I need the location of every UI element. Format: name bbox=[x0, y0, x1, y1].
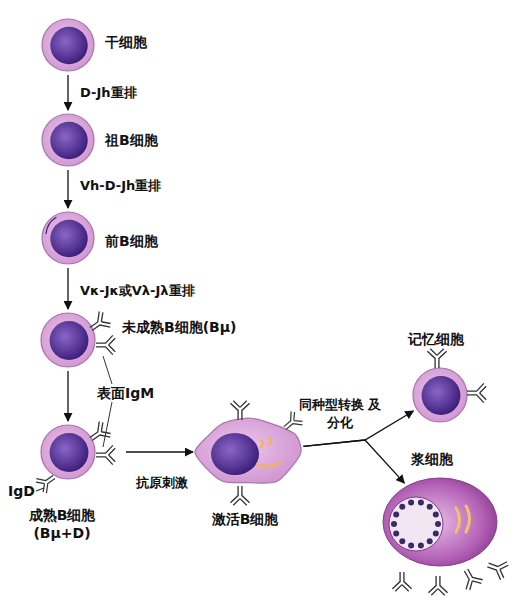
antibody-symbol bbox=[230, 486, 249, 505]
connector-arrow bbox=[67, 170, 68, 208]
cell-shape bbox=[195, 416, 303, 488]
cell-node: 干细胞 bbox=[41, 18, 95, 72]
cell-membrane bbox=[413, 368, 467, 422]
chromatin-dot bbox=[427, 504, 433, 510]
chromatin-dot bbox=[399, 538, 405, 544]
callout-label: 表面IgM bbox=[97, 384, 154, 402]
antibody-symbol bbox=[230, 401, 249, 420]
cell-label: 前B细胞 bbox=[105, 232, 225, 250]
cell-node: 祖B细胞 bbox=[41, 113, 95, 167]
antibody-symbol bbox=[96, 335, 115, 354]
cell-nucleus bbox=[50, 433, 89, 472]
leader-line bbox=[103, 356, 112, 384]
antibody-symbol bbox=[428, 576, 447, 595]
cell-nucleus bbox=[50, 321, 89, 360]
cell-node: 浆细胞 bbox=[382, 477, 498, 567]
edge-label: Vh-D-Jh重排 bbox=[80, 177, 240, 195]
cell-nucleus bbox=[211, 433, 259, 475]
edge-label: 抗原刺激 bbox=[122, 474, 202, 492]
chromatin-dot bbox=[418, 542, 424, 548]
cell-label: 浆细胞 bbox=[387, 450, 477, 468]
cell-shape bbox=[40, 312, 96, 368]
cell-shape bbox=[382, 477, 498, 567]
connector-arrow bbox=[303, 411, 413, 446]
organelle bbox=[269, 438, 271, 445]
cell-nucleus bbox=[50, 122, 87, 159]
connector-arrow bbox=[67, 75, 68, 110]
edge-label: 同种型转换 及分化 bbox=[297, 396, 383, 432]
organelle bbox=[466, 506, 470, 532]
antibody-symbol bbox=[96, 445, 115, 464]
organelle bbox=[261, 440, 263, 447]
chromatin-dot bbox=[393, 531, 399, 537]
chromatin-dot bbox=[399, 504, 405, 510]
cell-membrane bbox=[41, 313, 95, 367]
cell-node: 前B细胞 bbox=[41, 211, 95, 265]
cell-label: 激活B细胞 bbox=[195, 510, 295, 528]
cell-membrane bbox=[42, 212, 94, 264]
antibody-symbol bbox=[427, 349, 446, 368]
cell-node: 成熟B细胞 (Bμ+D) bbox=[40, 424, 96, 480]
edge-label: D-Jh重排 bbox=[80, 84, 240, 102]
antibody-symbol bbox=[467, 383, 486, 402]
cell-node: 未成熟B细胞(Bμ) bbox=[40, 312, 96, 368]
organelle bbox=[456, 508, 460, 532]
chromatin-dot bbox=[433, 511, 439, 517]
chromatin-dot bbox=[408, 542, 414, 548]
antibody-symbol bbox=[485, 556, 510, 581]
organelle bbox=[257, 462, 281, 467]
connector-arrow bbox=[67, 371, 68, 421]
cell-label: 记忆细胞 bbox=[391, 330, 481, 348]
leader-line bbox=[36, 488, 44, 491]
membrane-mark bbox=[46, 217, 56, 234]
cell-membrane bbox=[195, 418, 301, 483]
leader-line bbox=[103, 402, 112, 447]
cell-shape bbox=[412, 367, 468, 423]
chromatin-dot bbox=[427, 538, 433, 544]
chromatin-dot bbox=[391, 521, 397, 527]
cell-nucleus bbox=[389, 497, 443, 551]
cell-node: 激活B细胞 bbox=[195, 416, 303, 488]
connector-arrow bbox=[67, 268, 68, 309]
cell-membrane bbox=[42, 19, 94, 71]
antibody-symbol bbox=[458, 565, 484, 591]
cell-shape bbox=[41, 211, 95, 265]
cell-nucleus bbox=[422, 376, 461, 415]
cell-label: 成熟B细胞 (Bμ+D) bbox=[17, 506, 107, 542]
cell-label: 干细胞 bbox=[105, 33, 225, 51]
cell-membrane bbox=[383, 478, 497, 566]
chromatin-dot bbox=[435, 521, 441, 527]
antibody-symbol bbox=[392, 572, 411, 591]
cell-membrane bbox=[42, 114, 94, 166]
edge-label: Vκ-Jκ或Vλ-Jλ重排 bbox=[80, 282, 280, 300]
cell-shape bbox=[41, 113, 95, 167]
cell-label: 未成熟B细胞(Bμ) bbox=[122, 318, 272, 336]
chromatin-dot bbox=[418, 500, 424, 506]
cell-nucleus bbox=[50, 220, 87, 257]
cell-label: 祖B细胞 bbox=[105, 131, 225, 149]
cell-membrane bbox=[41, 425, 95, 479]
connector-arrow bbox=[303, 440, 404, 483]
cell-shape bbox=[40, 424, 96, 480]
chromatin-dot bbox=[393, 511, 399, 517]
callout-label: IgD bbox=[8, 482, 35, 500]
connector-arrow bbox=[126, 451, 193, 452]
cell-shape bbox=[41, 18, 95, 72]
cell-node: 记忆细胞 bbox=[412, 367, 468, 423]
chromatin-dot bbox=[408, 500, 414, 506]
cell-nucleus bbox=[50, 27, 87, 64]
chromatin-dot bbox=[433, 531, 439, 537]
